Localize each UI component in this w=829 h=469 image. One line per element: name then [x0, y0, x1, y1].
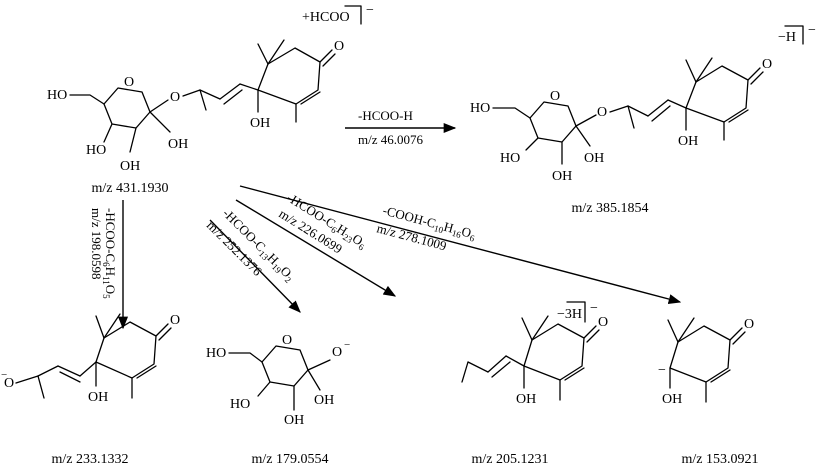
loss-label-2: -HCOO-C6H11O5	[101, 208, 118, 299]
product-179-mz-label: m/z 179.0554	[252, 452, 329, 467]
svg-text:OH: OH	[678, 134, 698, 149]
svg-text:OH: OH	[314, 393, 334, 408]
loss-label-1a: -HCOO-H	[358, 108, 413, 123]
precursor-adduct: +HCOO	[302, 10, 350, 25]
svg-text:−: −	[1, 369, 7, 381]
precursor-ring-o: O	[124, 75, 134, 90]
svg-text:OH: OH	[88, 390, 108, 405]
svg-text:O: O	[170, 313, 180, 328]
product-385-structure: HO O HO OH OH O O OH −H −	[470, 23, 816, 184]
svg-text:HO: HO	[230, 397, 250, 412]
precursor-ho-left: HO	[86, 143, 106, 158]
svg-text:O: O	[4, 376, 14, 391]
svg-text:HO: HO	[206, 346, 226, 361]
precursor-oh-tert: OH	[250, 116, 270, 131]
product-205-structure: O OH −3H −	[461, 301, 608, 407]
precursor-ho-chain: HO	[47, 88, 67, 103]
product-233-mz-label: m/z 233.1332	[52, 452, 129, 467]
arrow-431-to-205	[235, 199, 397, 297]
precursor-oh-right: OH	[168, 137, 188, 152]
product-153-structure: O OH −	[658, 317, 754, 407]
product-233-structure: O − O OH	[1, 313, 180, 405]
loss-label-2b: m/z 198.0598	[89, 208, 104, 280]
product-179-structure: HO O O − HO OH OH	[206, 333, 350, 428]
svg-text:OH: OH	[284, 413, 304, 428]
precursor-glyco-o: O	[170, 90, 180, 105]
svg-text:O: O	[744, 317, 754, 332]
svg-text:O: O	[597, 105, 607, 120]
svg-text:O: O	[282, 333, 292, 348]
loss-label-1b: m/z 46.0076	[358, 132, 423, 147]
arrow-431-to-153	[239, 185, 682, 304]
precursor-structure: HO O HO OH OH O O OH +HCOO	[47, 3, 374, 174]
svg-text:O: O	[762, 57, 772, 72]
svg-text:O: O	[598, 315, 608, 330]
svg-text:O: O	[332, 345, 342, 360]
svg-text:HO: HO	[470, 101, 490, 116]
product-385-charge: −	[808, 23, 816, 38]
svg-text:m/z 198.0598: m/z 198.0598	[89, 208, 104, 280]
svg-text:OH: OH	[662, 392, 682, 407]
precursor-charge: −	[366, 3, 374, 18]
product-385-adduct: −H	[778, 30, 796, 45]
svg-text:O: O	[550, 89, 560, 104]
precursor-mz-label: m/z 431.1930	[92, 181, 169, 196]
product-205-mz-label: m/z 205.1231	[472, 452, 549, 467]
precursor-oh-bottom: OH	[120, 159, 140, 174]
product-385-mz-label: m/z 385.1854	[572, 201, 649, 216]
svg-text:OH: OH	[584, 151, 604, 166]
precursor-ketone-o: O	[334, 39, 344, 54]
svg-text:HO: HO	[500, 151, 520, 166]
product-153-mz-label: m/z 153.0921	[682, 452, 759, 467]
svg-text:OH: OH	[552, 169, 572, 184]
svg-text:−: −	[658, 363, 666, 378]
product-205-adduct: −3H	[557, 307, 582, 322]
product-205-charge: −	[590, 301, 598, 316]
svg-text:OH: OH	[516, 392, 536, 407]
svg-text:−: −	[344, 339, 350, 351]
arrow-431-to-179	[209, 219, 301, 313]
svg-text:-HCOO-C6H11O5: -HCOO-C6H11O5	[101, 208, 118, 299]
